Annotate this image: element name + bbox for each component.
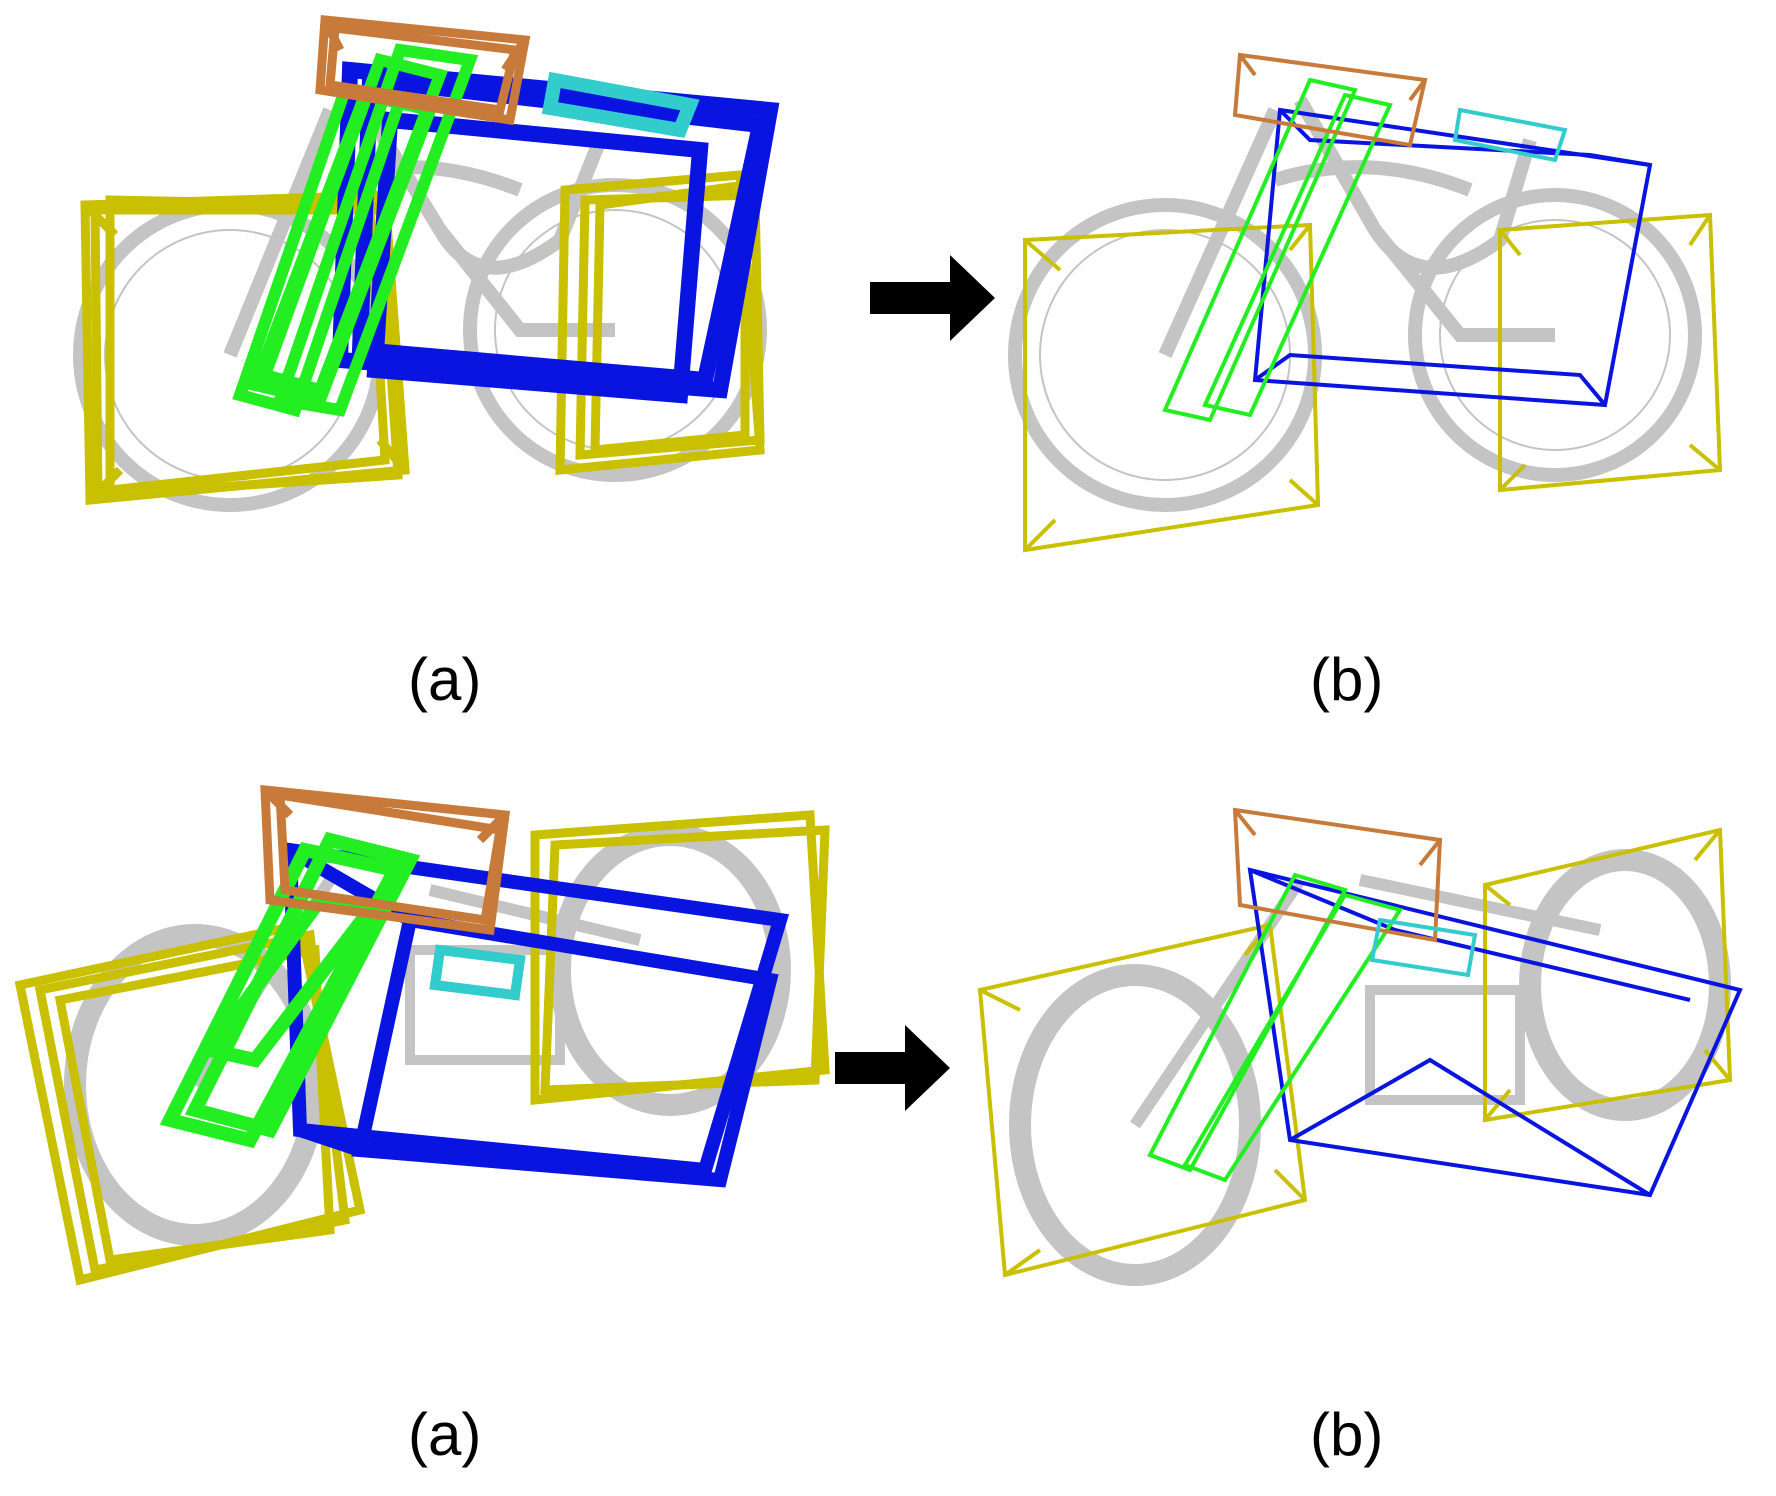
tank-box: [1369, 917, 1478, 978]
caption-bottom-b: (b): [1310, 1401, 1384, 1468]
fork-boxes: [1147, 872, 1404, 1183]
fork-boxes: [1162, 77, 1393, 423]
wheel-boxes: [80, 170, 765, 505]
bicycle-model: [1008, 96, 1702, 512]
tank-box: [429, 944, 526, 1001]
seat-box: [315, 15, 531, 126]
tank-box: [1452, 107, 1568, 163]
panel-top-after: [1008, 52, 1723, 553]
seat-box: [1232, 807, 1443, 943]
wheel-boxes: [977, 827, 1733, 1278]
arrow-top: [870, 255, 995, 341]
caption-top-a: (a): [408, 646, 482, 713]
motorbike-model: [1009, 849, 1731, 1286]
seat-box: [1232, 52, 1428, 148]
seat-box: [260, 784, 511, 936]
wheel-boxes: [14, 810, 830, 1286]
tank-box: [541, 71, 700, 138]
caption-top-b: (b): [1310, 646, 1384, 713]
caption-bottom-a: (a): [408, 1401, 482, 1468]
panel-top-before: [73, 15, 780, 512]
panel-bottom-before: [14, 784, 830, 1286]
frame-box: [282, 841, 790, 1188]
panel-bottom-after: [977, 807, 1743, 1286]
arrow-bottom: [835, 1025, 950, 1111]
fork-boxes: [159, 831, 421, 1149]
frame-box: [1247, 867, 1743, 1198]
